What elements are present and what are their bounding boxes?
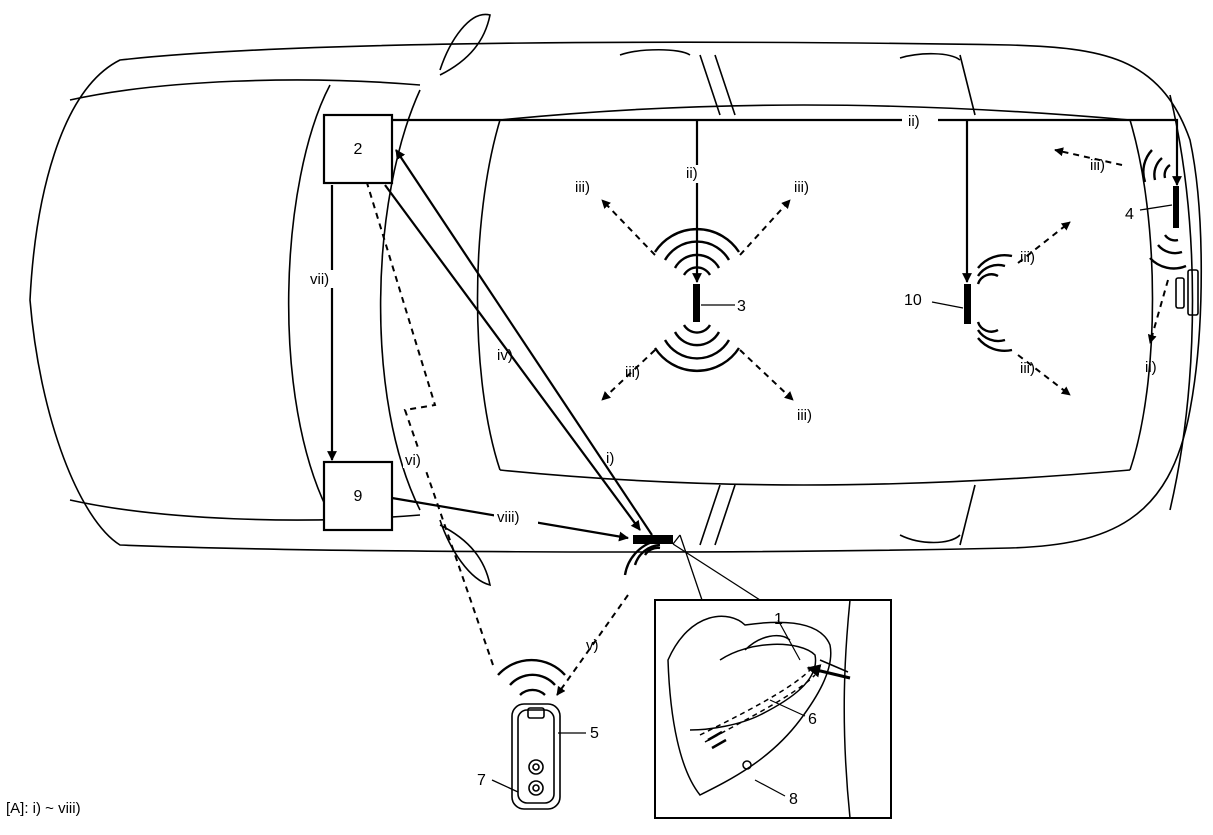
antenna-3 <box>693 284 700 322</box>
control-module-9-box <box>322 460 394 532</box>
signal-iii-1: iii) <box>575 179 590 196</box>
signal-ii-mid: ii) <box>686 165 698 182</box>
door-handle-antenna <box>633 535 673 544</box>
signal-iii-7: iii) <box>1090 157 1105 174</box>
label-7: 7 <box>477 772 486 789</box>
control-module-2-box <box>322 113 394 185</box>
label-8: 8 <box>789 791 798 808</box>
signal-ii-rear: ii) <box>1145 359 1157 376</box>
car-body-outline <box>29 13 1203 587</box>
key-fob <box>511 703 561 810</box>
rf-signal-lines <box>358 147 1169 696</box>
signal-range-note: [A]: i) ~ viii) <box>6 800 81 817</box>
door-handle-detail-inset <box>654 599 892 819</box>
leader-lines <box>491 204 1173 793</box>
label-9: 9 <box>354 488 363 505</box>
signal-labels: ii) ii) ii) iii) iii) iii) iii) iii) iii… <box>306 112 1157 654</box>
antenna-10 <box>964 284 971 324</box>
signal-iii-2: iii) <box>794 179 809 196</box>
label-5: 5 <box>590 725 599 742</box>
signal-iii-3: iii) <box>625 364 640 381</box>
label-3: 3 <box>737 298 746 315</box>
signal-v: v) <box>586 637 599 654</box>
label-2: 2 <box>354 141 363 158</box>
signal-ii-top: ii) <box>908 113 920 130</box>
signal-viii: viii) <box>497 509 520 526</box>
signal-iii-6: iii) <box>1020 360 1035 377</box>
signal-vii: vii) <box>310 271 329 288</box>
signal-iii-4: iii) <box>797 407 812 424</box>
label-1: 1 <box>774 611 783 628</box>
signal-iv: iv) <box>497 347 513 364</box>
antenna-4 <box>1173 186 1179 228</box>
signal-vi: vi) <box>405 452 421 469</box>
rf-wave-arcs <box>497 149 1187 696</box>
wiring-lines <box>327 118 1182 542</box>
signal-i: i) <box>606 450 614 467</box>
label-10: 10 <box>904 292 922 309</box>
label-4: 4 <box>1125 206 1134 223</box>
label-6: 6 <box>808 711 817 728</box>
signal-iii-5: iii) <box>1020 249 1035 266</box>
